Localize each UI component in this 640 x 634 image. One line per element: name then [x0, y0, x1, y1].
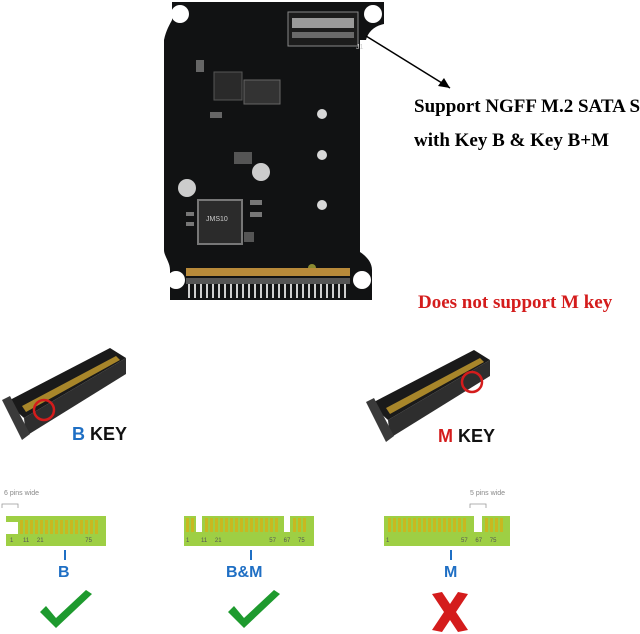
card-bm: 1 11 21 57 67 75 B&M [180, 490, 320, 630]
b-key-word: KEY [85, 424, 128, 444]
b-key-socket [2, 348, 126, 440]
card-bm-pin-5: 67 [283, 538, 291, 544]
card-b-pin-3: 21 [36, 538, 44, 544]
support-line-2: with Key B & Key B+M [414, 130, 610, 151]
card-b-marker-icon [64, 550, 66, 560]
card-bm-label: B&M [226, 564, 263, 581]
card-m: 5 pins wide 1 57 67 75 M [378, 490, 518, 630]
card-bm-pin-1: 1 [186, 538, 190, 544]
m-key-word: KEY [453, 426, 496, 446]
card-m-pin-2: 57 [461, 538, 468, 544]
card-m-marker-icon [450, 550, 452, 560]
card-b-pin-4: 75 [85, 538, 92, 544]
b-key-label: B KEY [72, 424, 127, 445]
m-key-socket [366, 350, 490, 442]
card-b-pins-note: 6 pins wide [4, 490, 40, 497]
m-key-letter: M [438, 426, 453, 446]
card-bm-pin-4: 57 [269, 538, 276, 544]
chip-label: JMS10 [206, 216, 228, 223]
connector-label: J1 [356, 44, 364, 51]
check-icon-b [40, 590, 92, 628]
card-b-edge [1, 503, 106, 546]
card-bm-marker-icon [250, 550, 252, 560]
card-m-label: M [444, 564, 458, 581]
card-b-pin-1: 1 [10, 538, 14, 544]
not-support-text: Does not support M key [418, 292, 613, 313]
check-icon-bm [228, 590, 280, 628]
card-b-pin-2: 11 [23, 538, 30, 544]
card-bm-pin-2: 11 [201, 538, 208, 544]
m-key-label: M KEY [438, 426, 495, 447]
card-bm-pin-6: 75 [298, 538, 305, 544]
card-m-pin-3: 67 [475, 538, 483, 544]
b-key-letter: B [72, 424, 85, 444]
card-m-pin-1: 1 [386, 538, 390, 544]
card-m-pin-4: 75 [489, 538, 497, 544]
card-bm-edge [184, 516, 314, 546]
cross-icon-m [432, 592, 468, 632]
card-m-pins-note: 5 pins wide [470, 490, 506, 497]
card-b: 6 pins wide 1 11 21 75 B [0, 490, 110, 630]
card-bm-pin-3: 21 [214, 538, 222, 544]
support-line-1: Support NGFF M.2 SATA SSD [414, 96, 640, 117]
card-m-edge [384, 503, 510, 546]
card-b-label: B [58, 564, 70, 581]
